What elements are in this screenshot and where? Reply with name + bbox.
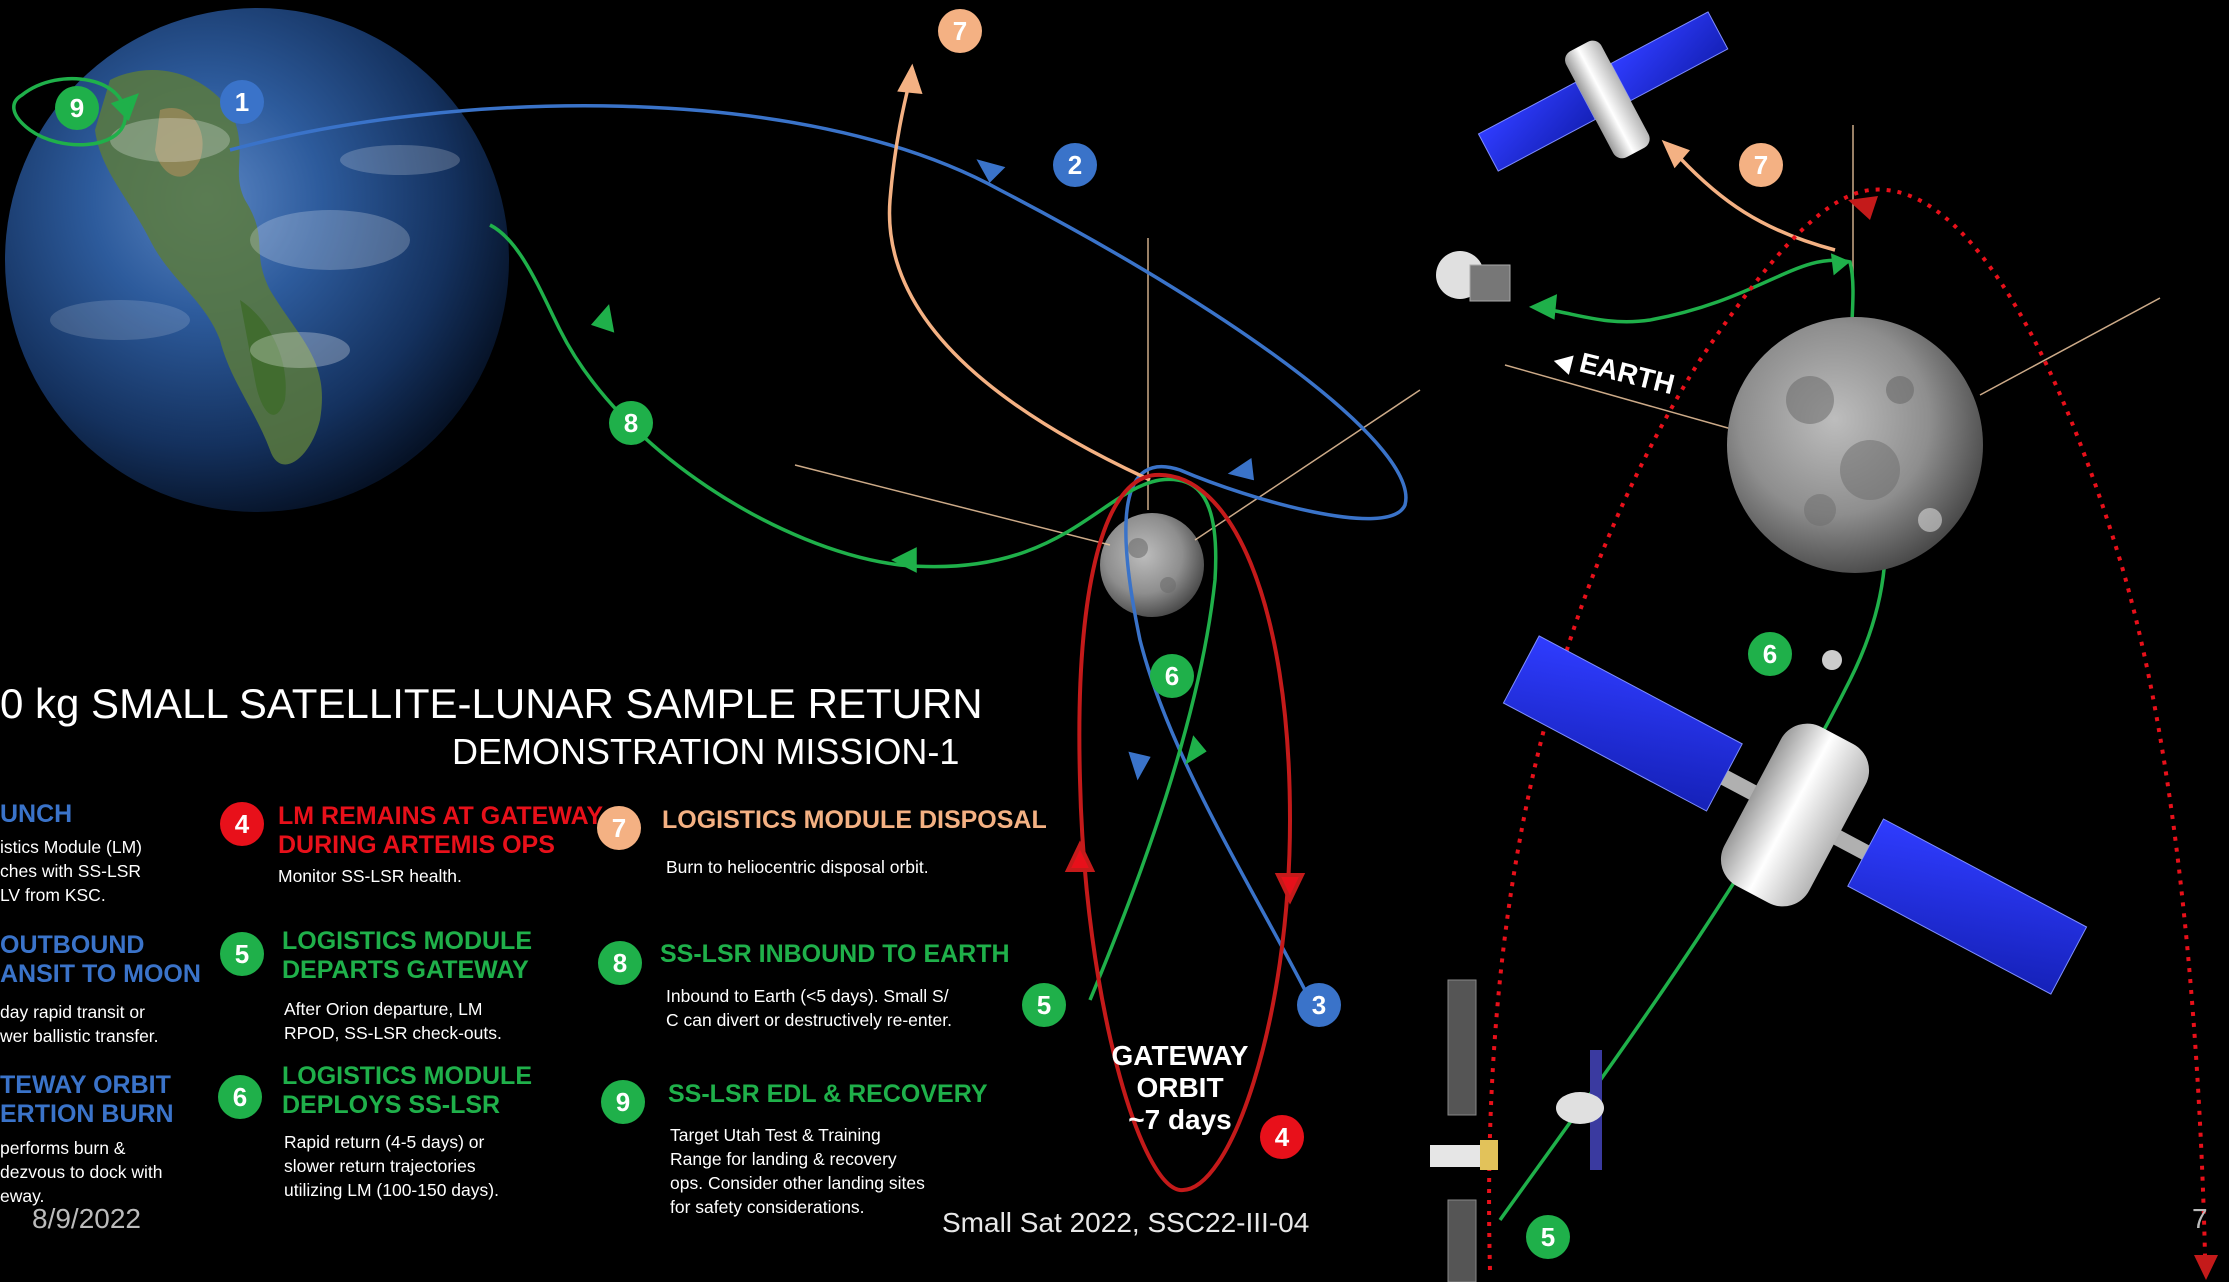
diagram-badge-4: 4 — [1260, 1115, 1304, 1159]
step5-body: After Orion departure, LM RPOD, SS-LSR c… — [284, 997, 502, 1045]
step7-body: Burn to heliocentric disposal orbit. — [666, 855, 929, 879]
step3-body: performs burn & dezvous to dock with ewa… — [0, 1136, 162, 1208]
step1-header: UNCH — [0, 800, 72, 829]
step2-body: day rapid transit or wer ballistic trans… — [0, 1000, 159, 1048]
diagram-badge-6-right: 6 — [1748, 632, 1792, 676]
ss-lsr-capsule — [1822, 650, 1842, 670]
diagram-badge-7-right: 7 — [1739, 143, 1783, 187]
moon-image-large — [1727, 317, 1983, 573]
footer-date: 8/9/2022 — [32, 1203, 141, 1235]
footer-conference: Small Sat 2022, SSC22-III-04 — [942, 1207, 1309, 1239]
logistics-module — [1479, 590, 2111, 1040]
step6-header: LOGISTICS MODULE DEPLOYS SS-LSR — [282, 1062, 532, 1120]
step5-header: LOGISTICS MODULE DEPARTS GATEWAY — [282, 927, 532, 985]
step2-header: OUTBOUND ANSIT TO MOON — [0, 931, 201, 989]
diagram-badge-2: 2 — [1053, 143, 1097, 187]
title-line1: 0 kg SMALL SATELLITE-LUNAR SAMPLE RETURN — [0, 680, 983, 728]
moon-image-small — [1100, 513, 1204, 617]
diagram-badge-9: 9 — [55, 86, 99, 130]
gateway-station-top — [1464, 0, 1750, 213]
earth-image — [5, 8, 509, 512]
step4-body: Monitor SS-LSR health. — [278, 864, 462, 888]
step5-badge: 5 — [220, 932, 264, 976]
title-line2: DEMONSTRATION MISSION-1 — [452, 731, 959, 773]
step8-body: Inbound to Earth (<5 days). Small S/ C c… — [666, 984, 952, 1032]
step9-body: Target Utah Test & Training Range for la… — [670, 1123, 925, 1219]
step6-body: Rapid return (4-5 days) or slower return… — [284, 1130, 499, 1202]
step9-badge: 9 — [601, 1080, 645, 1124]
step7-badge: 7 — [597, 806, 641, 850]
step1-body: istics Module (LM) ches with SS-LSR LV f… — [0, 835, 142, 907]
gateway-station-bottom — [1430, 980, 1604, 1282]
step4-badge: 4 — [220, 802, 264, 846]
step3-header: TEWAY ORBIT ERTION BURN — [0, 1071, 174, 1129]
diagram-badge-6: 6 — [1150, 654, 1194, 698]
diagram-badge-1: 1 — [220, 80, 264, 124]
step6-badge: 6 — [218, 1075, 262, 1119]
orion-capsule — [1436, 251, 1510, 301]
diagram-badge-7: 7 — [938, 9, 982, 53]
gateway-orbit-label: GATEWAY ORBIT ~7 days — [1110, 1040, 1250, 1136]
page-number: 7 — [2192, 1203, 2208, 1235]
left-triangle-icon — [1551, 351, 1573, 375]
step8-header: SS-LSR INBOUND TO EARTH — [660, 940, 1010, 969]
step4-header: LM REMAINS AT GATEWAY DURING ARTEMIS OPS — [278, 802, 603, 860]
earth-direction-label: EARTH — [1555, 340, 1677, 372]
diagram-badge-5-right: 5 — [1526, 1215, 1570, 1259]
diagram-badge-5: 5 — [1022, 983, 1066, 1027]
diagram-badge-3: 3 — [1297, 983, 1341, 1027]
diagram-badge-8: 8 — [609, 401, 653, 445]
step7-header: LOGISTICS MODULE DISPOSAL — [662, 806, 1047, 835]
step9-header: SS-LSR EDL & RECOVERY — [668, 1080, 988, 1109]
step8-badge: 8 — [598, 941, 642, 985]
